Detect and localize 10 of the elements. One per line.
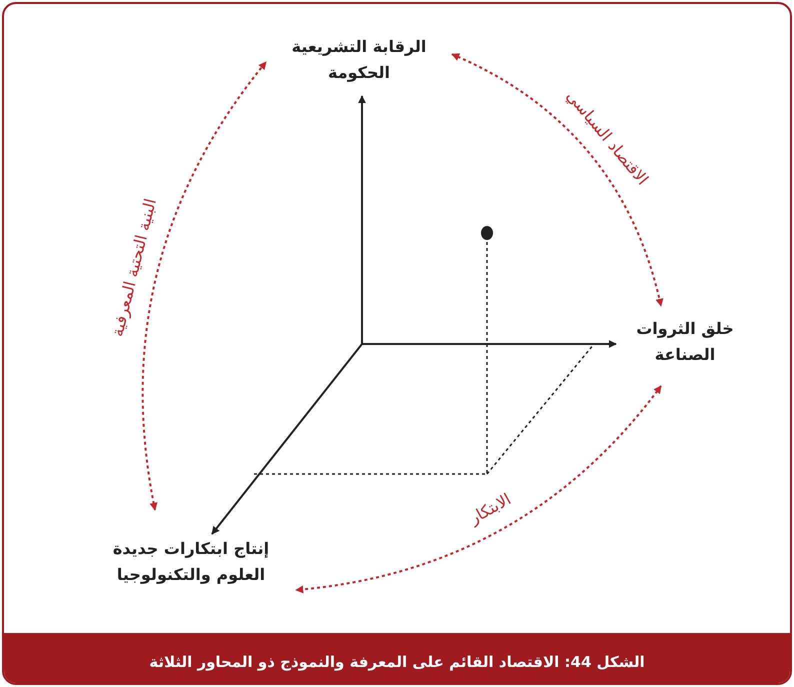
axis-label: الرقابة التشريعية الحكومة: [274, 34, 444, 86]
edge-label: الابتكار: [466, 489, 514, 528]
edge-label: البنية التحتية المعرفية: [108, 196, 160, 338]
curved-arrow: [295, 385, 662, 594]
curved-arrow: [142, 61, 267, 511]
edge-label: الاقتصاد السياسي: [563, 86, 652, 189]
axis-label: إنتاج ابتكارات جديدة العلوم والتكنولوجيا: [96, 536, 286, 588]
curved-arrow: [451, 53, 664, 307]
figure-caption: الشكل 44: الاقتصاد القائم على المعرفة والنموذج ذو المحاور الثلاثة: [148, 653, 646, 671]
axis-label: خلق الثروات الصناعة: [620, 316, 750, 368]
